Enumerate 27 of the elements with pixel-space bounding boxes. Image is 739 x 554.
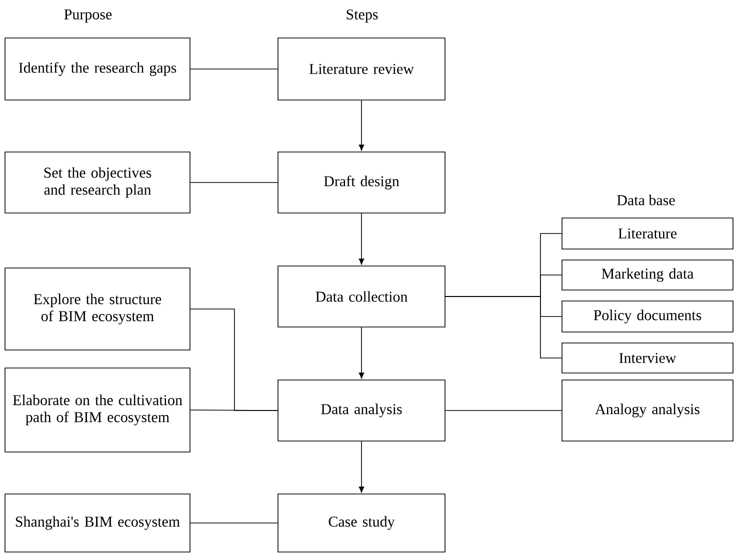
process-box: Marketing data <box>562 260 734 290</box>
arrow <box>358 441 364 493</box>
column-heading: Purpose <box>64 10 112 23</box>
process-box: Literature <box>562 218 734 250</box>
connector-line <box>190 410 278 411</box>
connector-line <box>445 410 562 411</box>
process-box: Explore the structure of BIM ecosystem <box>4 268 190 350</box>
process-box: Identify the research gaps <box>4 38 190 100</box>
process-box: Interview <box>562 342 734 374</box>
process-box: Elaborate on the cultivation path of BIM ecosystem <box>4 368 190 452</box>
arrow <box>358 100 364 151</box>
arrow <box>358 327 364 379</box>
connector-line <box>190 68 278 70</box>
process-box: Literature review <box>278 38 446 100</box>
connector-line <box>445 296 562 358</box>
connector-line <box>190 182 278 183</box>
process-box: Data collection <box>278 266 446 328</box>
process-box: Draft design <box>278 152 446 214</box>
process-box: Analogy analysis <box>562 380 734 442</box>
process-box: Case study <box>278 494 446 552</box>
arrow <box>358 213 364 265</box>
column-heading: Steps <box>346 9 378 23</box>
connector-line <box>190 522 278 524</box>
process-box: Data analysis <box>278 380 446 442</box>
process-box: Policy documents <box>562 300 734 332</box>
process-box: Shanghai's BIM ecosystem <box>4 494 190 552</box>
process-box: Set the objectives and research plan <box>4 152 190 214</box>
